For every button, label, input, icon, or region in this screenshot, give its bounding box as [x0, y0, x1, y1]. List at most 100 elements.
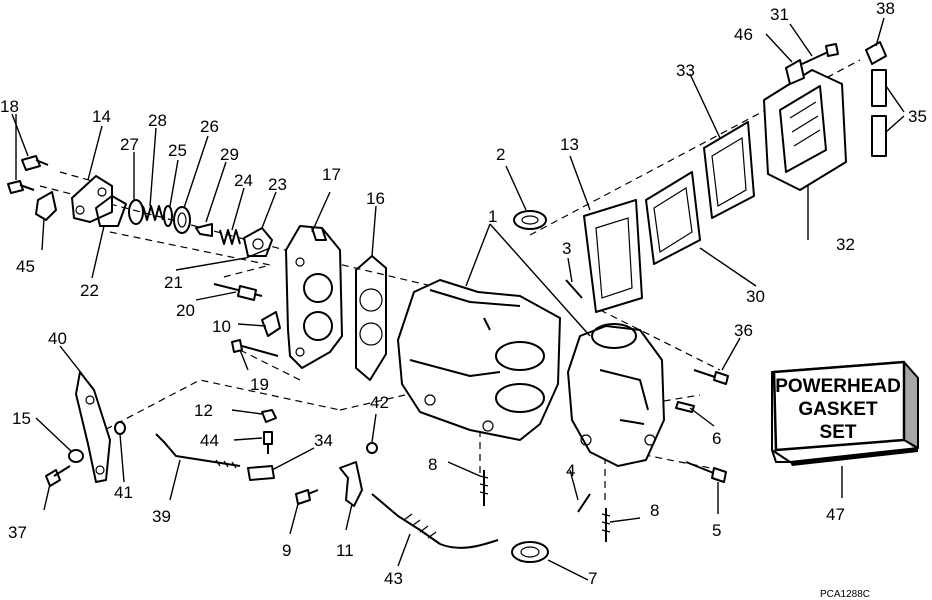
stud-8-right — [601, 508, 611, 542]
cable-43 — [371, 493, 499, 549]
label-37: 37 — [8, 523, 27, 542]
link-34 — [247, 465, 275, 481]
label-32: 32 — [836, 235, 855, 254]
label-12: 12 — [194, 401, 213, 420]
label-10: 10 — [212, 317, 231, 336]
cover-32 — [763, 69, 847, 191]
label-17: 17 — [322, 165, 341, 184]
figure-code: PCA1288C — [820, 589, 870, 600]
label-13: 13 — [560, 135, 579, 154]
label-20: 20 — [176, 301, 195, 320]
label-35: 35 — [908, 107, 927, 126]
clip-10 — [261, 311, 281, 337]
screw-44 — [263, 431, 273, 454]
pin-6 — [675, 401, 695, 413]
screw-18-lower — [7, 180, 35, 194]
pin-3 — [565, 279, 583, 299]
label-45: 45 — [16, 257, 35, 276]
gasket-box-line1: POWERHEAD — [775, 376, 901, 397]
label-33: 33 — [676, 61, 695, 80]
label-27: 27 — [120, 135, 139, 154]
label-14: 14 — [92, 107, 111, 126]
gasket-33 — [703, 121, 755, 219]
label-9: 9 — [282, 541, 291, 560]
screw-31 — [801, 43, 839, 65]
oring-27 — [128, 199, 144, 225]
label-5: 5 — [712, 521, 721, 540]
nut-12 — [261, 409, 277, 423]
hoses-35 — [871, 69, 887, 157]
bracket-11 — [339, 461, 363, 507]
crankcase-1-right — [567, 323, 665, 467]
washer-25 — [163, 205, 173, 227]
label-30: 30 — [746, 287, 765, 306]
label-46: 46 — [734, 25, 753, 44]
fitting-38 — [865, 41, 887, 65]
label-22: 22 — [80, 281, 99, 300]
washer-41 — [114, 421, 126, 435]
bolt-36 — [693, 369, 729, 385]
label-23: 23 — [268, 175, 287, 194]
label-11: 11 — [336, 541, 354, 560]
label-39: 39 — [152, 507, 171, 526]
plate-14 — [71, 175, 113, 223]
label-3: 3 — [562, 239, 571, 258]
label-31: 31 — [770, 5, 789, 24]
label-18: 18 — [0, 97, 19, 116]
bolt-5 — [685, 461, 727, 483]
leader-lines — [11, 17, 905, 581]
gasket-22 — [95, 195, 127, 227]
seal-2 — [513, 210, 547, 230]
label-16: 16 — [366, 189, 385, 208]
label-19: 19 — [250, 375, 269, 394]
seal-7 — [511, 541, 549, 563]
label-34: 34 — [314, 431, 333, 450]
stud-20 — [213, 283, 263, 301]
label-42: 42 — [370, 393, 389, 412]
bracket-46 — [785, 59, 805, 85]
label-8b: 8 — [650, 501, 659, 520]
label-21: 21 — [164, 273, 183, 292]
screw-9 — [295, 489, 319, 505]
label-28: 28 — [148, 111, 167, 130]
label-44: 44 — [200, 431, 219, 450]
label-1: 1 — [488, 207, 497, 226]
label-47: 47 — [826, 505, 845, 524]
intake-manifold-17 — [285, 225, 343, 369]
label-8a: 8 — [428, 455, 437, 474]
label-24: 24 — [234, 171, 253, 190]
washer-15 — [68, 449, 84, 463]
screw-18-upper — [21, 155, 49, 171]
label-43: 43 — [384, 569, 403, 588]
needle-29 — [195, 223, 213, 237]
label-29: 29 — [220, 145, 239, 164]
label-41: 41 — [114, 483, 133, 502]
label-6: 6 — [712, 429, 721, 448]
label-2: 2 — [496, 145, 505, 164]
stud-8-left — [479, 470, 489, 506]
pin-4 — [577, 493, 591, 513]
gasket-box-line3: SET — [820, 422, 857, 443]
bolt-19 — [231, 339, 279, 357]
label-15: 15 — [12, 409, 31, 428]
gasket-set-box: POWERHEAD GASKET SET — [771, 360, 919, 466]
label-36: 36 — [734, 321, 753, 340]
crankcase-1-left — [397, 279, 561, 441]
label-4: 4 — [566, 461, 575, 480]
seat-26 — [173, 206, 191, 234]
label-25: 25 — [168, 141, 187, 160]
plate-30 — [645, 171, 701, 265]
gasket-box-line2: GASKET — [798, 399, 878, 420]
gasket-13 — [583, 199, 643, 313]
label-26: 26 — [200, 117, 219, 136]
fitting-23 — [243, 227, 273, 257]
clamp-45 — [35, 191, 57, 221]
washer-42 — [366, 442, 378, 454]
label-38: 38 — [876, 0, 895, 18]
lever-40 — [75, 371, 111, 483]
screw-37 — [45, 465, 71, 487]
rod-39 — [155, 433, 241, 469]
spring-24 — [219, 229, 241, 245]
